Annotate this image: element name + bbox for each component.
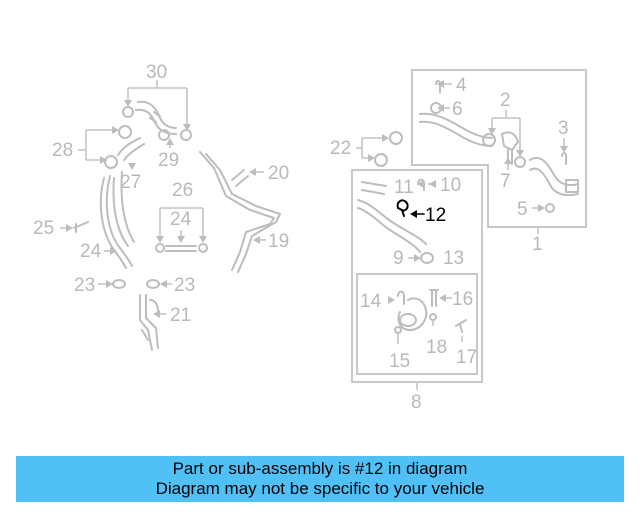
callout-23-left-group: 23 bbox=[74, 275, 126, 296]
callout-3: 3 bbox=[558, 118, 569, 139]
callout-18-group: 18 bbox=[426, 313, 447, 358]
callout-4-group: 4 bbox=[435, 75, 467, 96]
callout-6: 6 bbox=[452, 99, 463, 120]
banner-line-2: Diagram may not be specific to your vehi… bbox=[155, 479, 485, 498]
callout-31-group: 30 bbox=[124, 62, 191, 131]
parts-diagram: 30 28 27 29 25 bbox=[33, 62, 587, 413]
callout-12-group[interactable]: 12 bbox=[396, 199, 447, 226]
callout-11: 11 bbox=[394, 177, 414, 198]
callout-24-group: 24 bbox=[80, 241, 117, 262]
thermostat-part bbox=[397, 297, 428, 331]
callout-27-group: 26 24 bbox=[155, 180, 208, 253]
callout-29-group: 28 bbox=[52, 125, 132, 169]
callout-24: 24 bbox=[80, 241, 102, 262]
callout-2-group: 2 bbox=[488, 90, 524, 157]
housing-2-part bbox=[482, 131, 526, 168]
callout-21: 21 bbox=[170, 305, 191, 326]
callout-23-right: 23 bbox=[174, 275, 195, 296]
callout-21-group: 21 bbox=[153, 305, 191, 326]
callout-2: 2 bbox=[500, 90, 511, 111]
callout-19-group: 19 bbox=[253, 231, 289, 252]
callout-9-group: 9 13 bbox=[393, 248, 464, 269]
callout-12: 12 bbox=[425, 205, 446, 226]
callout-9: 9 bbox=[393, 248, 404, 269]
callout-29: 28 bbox=[52, 140, 73, 161]
callout-28-group: 27 bbox=[117, 137, 145, 193]
hose-3-part bbox=[529, 157, 579, 197]
callout-22: 22 bbox=[330, 138, 351, 159]
callout-26: 24 bbox=[170, 209, 192, 230]
callout-25: 25 bbox=[33, 218, 54, 239]
callout-23-left: 23 bbox=[74, 275, 95, 296]
callout-15-group: 15 bbox=[389, 326, 410, 372]
callout-5: 5 bbox=[517, 199, 528, 220]
callout-25-group: 25 bbox=[33, 218, 89, 239]
callout-10: 10 bbox=[440, 175, 461, 196]
hose-31-part bbox=[122, 100, 192, 141]
callout-1: 1 bbox=[532, 234, 543, 255]
callout-16: 16 bbox=[452, 289, 473, 310]
pipe-19-part bbox=[199, 151, 281, 273]
pipe-21-part bbox=[139, 294, 159, 351]
callout-13: 13 bbox=[443, 248, 464, 269]
callout-4: 4 bbox=[456, 75, 467, 96]
callout-5-group: 5 bbox=[517, 199, 555, 220]
callout-15: 15 bbox=[389, 351, 410, 372]
callout-7: 7 bbox=[500, 171, 511, 192]
callout-16-group: 16 bbox=[429, 289, 473, 310]
callout-20: 20 bbox=[268, 163, 289, 184]
callout-10-group: 10 bbox=[417, 175, 461, 196]
callout-7-group: 7 bbox=[500, 157, 512, 192]
callout-19: 19 bbox=[268, 231, 289, 252]
callout-14: 14 bbox=[360, 291, 382, 312]
callout-20-group: 20 bbox=[231, 163, 289, 187]
callout-28: 27 bbox=[120, 172, 141, 193]
callout-30: 29 bbox=[158, 150, 179, 171]
banner-line-1: Part or sub-assembly is #12 in diagram bbox=[172, 459, 468, 478]
callout-27: 26 bbox=[172, 180, 193, 201]
callout-6-group: 6 bbox=[430, 99, 463, 120]
callout-22-group: 22 bbox=[330, 131, 403, 167]
callout-17: 17 bbox=[456, 347, 477, 368]
callout-11-group: 11 bbox=[361, 177, 424, 198]
callout-30-group: 29 bbox=[158, 129, 179, 171]
callout-31: 30 bbox=[146, 62, 167, 83]
info-banner: Part or sub-assembly is #12 in diagram D… bbox=[16, 456, 624, 502]
callout-3-group: 3 bbox=[558, 118, 569, 165]
callout-14-group: 14 bbox=[360, 290, 405, 312]
callout-18: 18 bbox=[426, 337, 447, 358]
callout-23-right-group: 23 bbox=[146, 275, 195, 296]
assembly-1-box: 1 bbox=[411, 69, 587, 255]
callout-17-group: 17 bbox=[455, 319, 477, 368]
assembly-8-box: 8 bbox=[351, 169, 483, 413]
callout-8: 8 bbox=[411, 392, 422, 413]
